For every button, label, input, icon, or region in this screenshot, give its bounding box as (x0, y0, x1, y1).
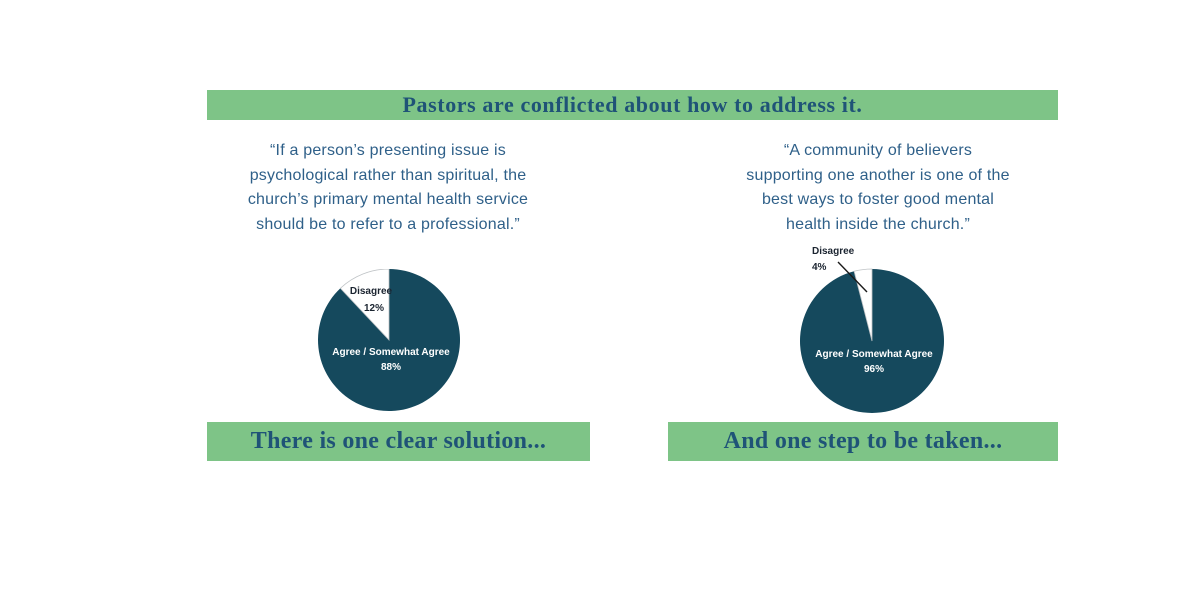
pie-label-pct: 12% (364, 303, 384, 314)
pie-label-name: Disagree (350, 286, 393, 297)
quote-left: “If a person’s presenting issue is psycho… (200, 139, 576, 237)
right-callout-banner: And one step to be taken... (668, 422, 1058, 461)
quote-line: psychological rather than spiritual, the (249, 166, 527, 184)
pie-label-name: Agree / Somewhat Agree (332, 347, 450, 358)
quote-line: supporting one another is one of the (746, 166, 1010, 184)
pie-label-name: Disagree (812, 246, 855, 257)
quote-line: “A community of believers (783, 142, 973, 159)
leader-line (837, 261, 868, 293)
page-title: Pastors are conflicted about how to addr… (402, 92, 863, 117)
right-callout-text: And one step to be taken... (723, 428, 1003, 454)
pie-chart-agree-96: Agree / Somewhat Agree 96% Disagree 4% (800, 246, 944, 413)
pie-slice-disagree (339, 269, 390, 342)
pie-label-pct: 96% (864, 364, 884, 375)
pie-label-pct: 88% (381, 362, 401, 373)
quote-line: best ways to foster good mental (761, 191, 995, 208)
quote-line: “If a person’s presenting issue is (270, 142, 506, 159)
header-banner: Pastors are conflicted about how to addr… (207, 90, 1058, 120)
pie-slice-disagree (853, 268, 873, 342)
pie-label-pct: 4% (812, 262, 827, 273)
quote-line: health inside the church.” (786, 215, 970, 233)
left-callout-text: There is one clear solution... (250, 428, 547, 454)
left-callout-banner: There is one clear solution... (207, 422, 590, 461)
quote-line: church’s primary mental health service (247, 191, 529, 208)
quote-line: should be to refer to a professional.” (256, 215, 520, 233)
quote-right: “A community of believers supporting one … (690, 139, 1066, 237)
pie-chart-agree-88: Agree / Somewhat Agree 88% Disagree 12% (318, 269, 460, 411)
pie-label-name: Agree / Somewhat Agree (815, 349, 933, 360)
